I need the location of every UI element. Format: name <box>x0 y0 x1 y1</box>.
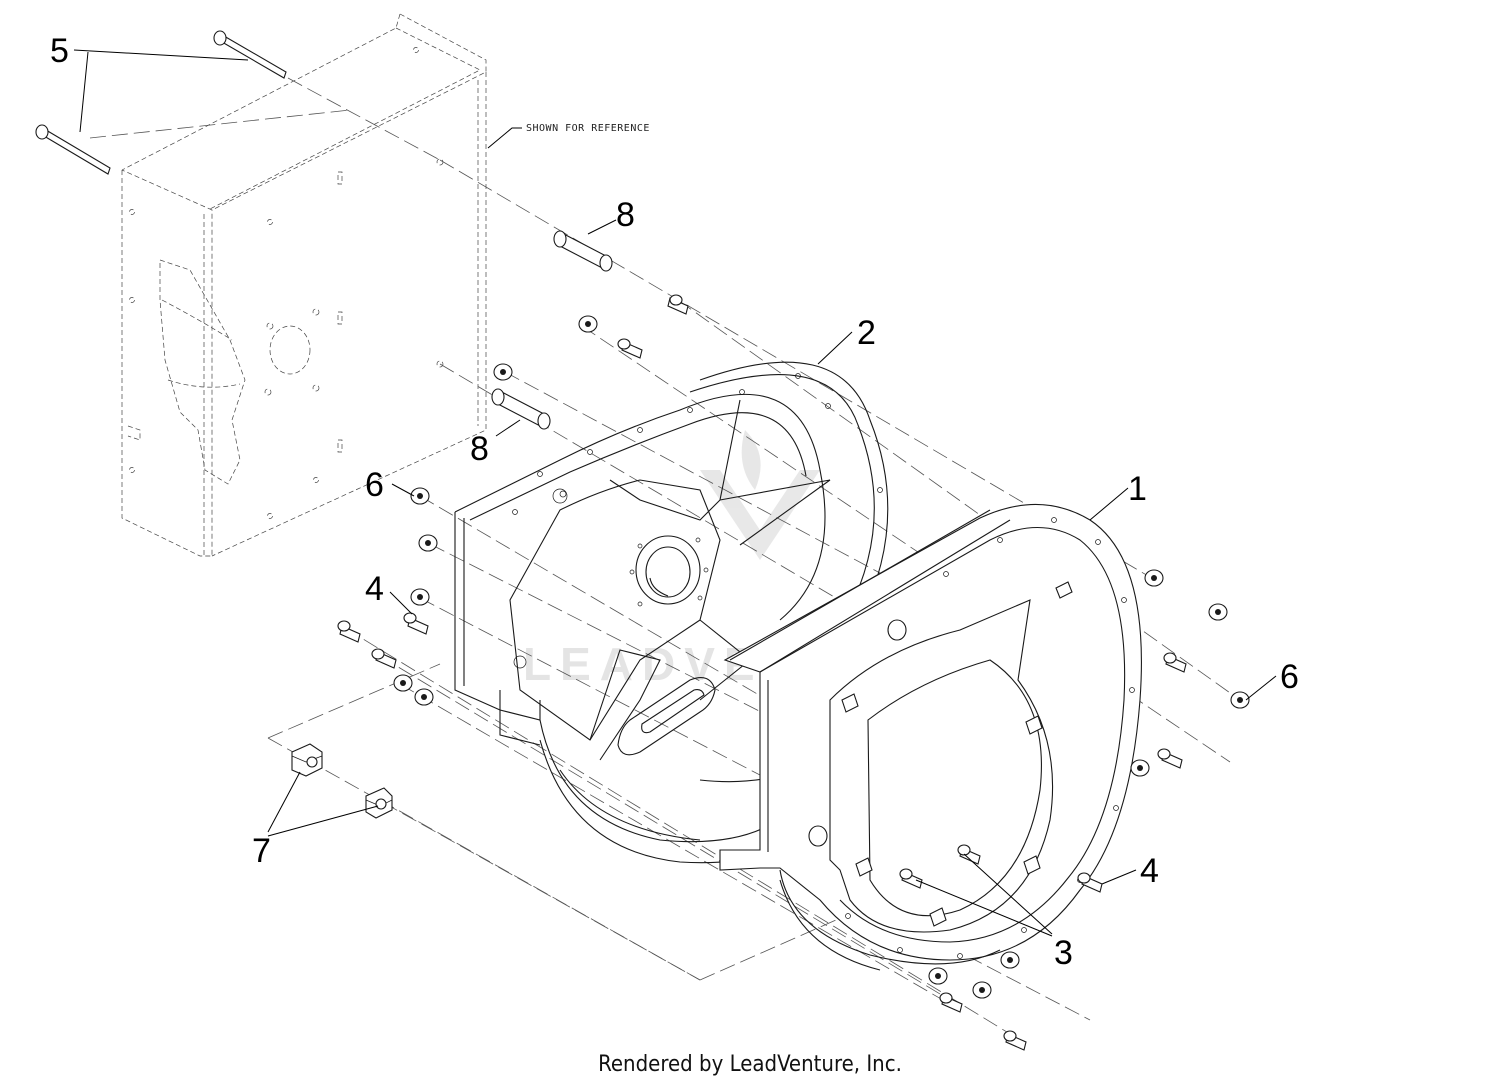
flange-nut <box>972 981 992 999</box>
shown-for-reference-note: SHOWN FOR REFERENCE <box>526 123 650 134</box>
long-pin-upper <box>213 30 287 79</box>
bolt <box>957 844 981 865</box>
bolt <box>667 294 689 315</box>
flange-nut <box>1000 951 1020 969</box>
flange-nut <box>414 688 434 706</box>
bolt <box>337 620 361 643</box>
bolt <box>1163 652 1187 673</box>
bolt <box>1157 748 1183 769</box>
callout-1: 1 <box>1128 470 1147 508</box>
bolt <box>939 992 963 1013</box>
bolt <box>1077 872 1103 893</box>
bolt <box>371 648 397 669</box>
callout-7: 7 <box>252 832 271 870</box>
clip-nut-upper <box>291 743 323 777</box>
callouts: 5 8 2 8 6 1 4 6 7 4 3 <box>50 32 1299 972</box>
callout-4-right: 4 <box>1140 852 1159 890</box>
blower-housing-outer <box>719 503 1142 971</box>
flange-nut <box>493 363 513 381</box>
spacer-lower <box>491 388 551 430</box>
flange-nut <box>1230 691 1250 709</box>
reference-frame <box>121 13 487 557</box>
flange-nut <box>928 967 948 985</box>
flange-nut <box>418 534 438 552</box>
bolts <box>337 294 1187 1051</box>
long-pin-lower <box>35 124 111 175</box>
bolt <box>403 612 429 635</box>
flange-nut <box>1130 759 1150 777</box>
callout-2: 2 <box>857 314 876 352</box>
render-credit: Rendered by LeadVenture, Inc. <box>598 1052 902 1077</box>
bolt <box>617 338 643 359</box>
long-pins <box>35 30 287 175</box>
bolt <box>1003 1030 1027 1051</box>
flange-nut <box>410 487 430 505</box>
flange-nut <box>410 588 430 606</box>
housing-studs <box>841 581 1073 927</box>
clip-nut-lower <box>365 787 393 819</box>
callout-4-left: 4 <box>365 570 384 608</box>
callout-6-left: 6 <box>365 466 384 504</box>
flange-nuts <box>393 315 1250 999</box>
flange-nut <box>1208 603 1228 621</box>
spacer-upper <box>553 230 613 272</box>
flange-nut <box>1144 569 1164 587</box>
callout-5: 5 <box>50 32 69 70</box>
bolt <box>899 868 923 889</box>
flange-nut <box>393 674 413 692</box>
callout-6-right: 6 <box>1280 658 1299 696</box>
leadventure-logo-mark <box>700 430 820 560</box>
leader-lines <box>73 49 1277 937</box>
callout-8-lower: 8 <box>470 430 489 468</box>
callout-8-upper: 8 <box>616 196 635 234</box>
callout-3: 3 <box>1054 934 1073 972</box>
flange-nut <box>578 315 598 333</box>
